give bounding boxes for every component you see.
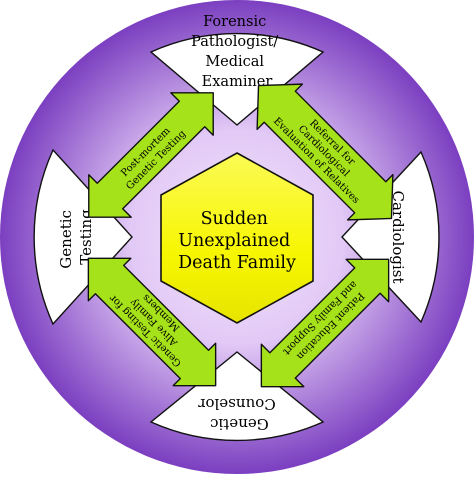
role-label-bottom: Genetic Counselor [197, 395, 275, 433]
role-label-left: Genetic Testing [57, 205, 95, 268]
center-hexagon: Sudden Unexplained Death Family [160, 152, 314, 324]
role-sector-bottom: Genetic Counselor [149, 351, 325, 442]
center-label: Sudden Unexplained Death Family [178, 209, 296, 273]
role-label-top: Forensic Pathologist/ Medical Examiner [191, 14, 283, 90]
role-sector-right: Cardiologist [341, 150, 440, 324]
role-label-right: Cardiologist [389, 191, 407, 284]
role-sector-top: Forensic Pathologist/ Medical Examiner [149, 14, 325, 126]
role-sector-left: Genetic Testing [33, 148, 133, 326]
